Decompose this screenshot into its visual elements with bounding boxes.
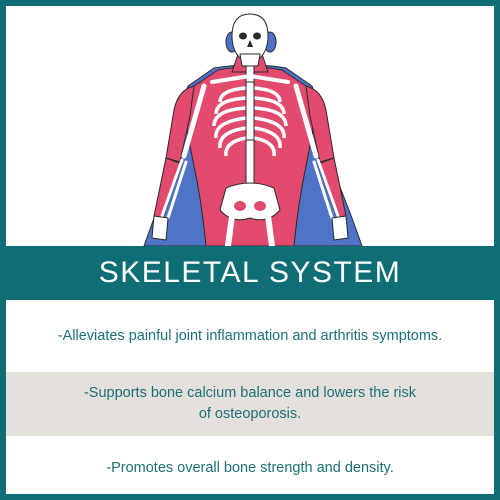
benefit-row: -Alleviates painful joint inflammation a… <box>6 300 494 372</box>
benefit-text: -Alleviates painful joint inflammation a… <box>57 327 443 344</box>
skeleton-anatomy-icon <box>143 13 363 246</box>
section-title: SKELETAL SYSTEM <box>98 256 402 289</box>
benefit-text: -Promotes overall bone strength and dens… <box>106 459 394 476</box>
section-title-banner: SKELETAL SYSTEM <box>6 246 494 300</box>
benefit-row: -Supports bone calcium balance and lower… <box>6 372 494 436</box>
benefit-text: -Supports bone calcium balance and lower… <box>83 385 417 422</box>
benefit-row: -Promotes overall bone strength and dens… <box>6 436 494 494</box>
